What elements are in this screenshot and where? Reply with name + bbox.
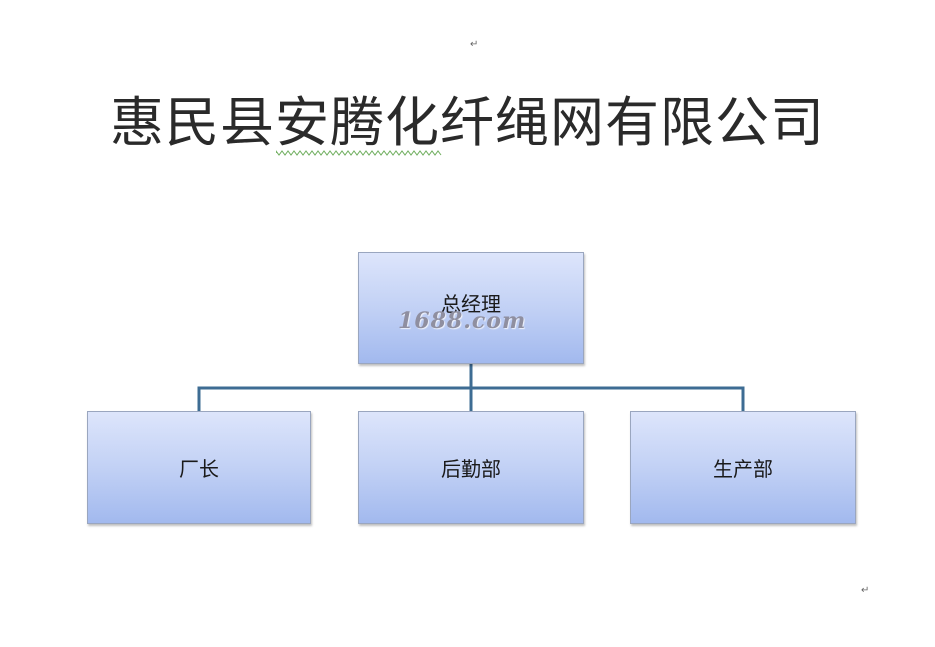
org-node-label: 生产部: [713, 457, 773, 481]
org-node-label: 总经理: [441, 291, 501, 316]
org-node-production-dept[interactable]: 生产部: [630, 411, 856, 524]
org-node-label: 厂长: [179, 457, 219, 481]
spellcheck-squiggle: [276, 150, 442, 156]
org-node-label: 后勤部: [441, 457, 501, 481]
org-node-factory-director[interactable]: 厂长: [87, 411, 311, 524]
company-title: 惠民县安腾化纤绳网有限公司: [110, 91, 825, 154]
paragraph-mark-top: ↵: [470, 39, 479, 50]
paragraph-mark-bottom: ↵: [861, 585, 870, 596]
org-node-logistics-dept[interactable]: 后勤部: [358, 411, 584, 524]
org-node-general-manager[interactable]: 总经理: [358, 252, 584, 364]
